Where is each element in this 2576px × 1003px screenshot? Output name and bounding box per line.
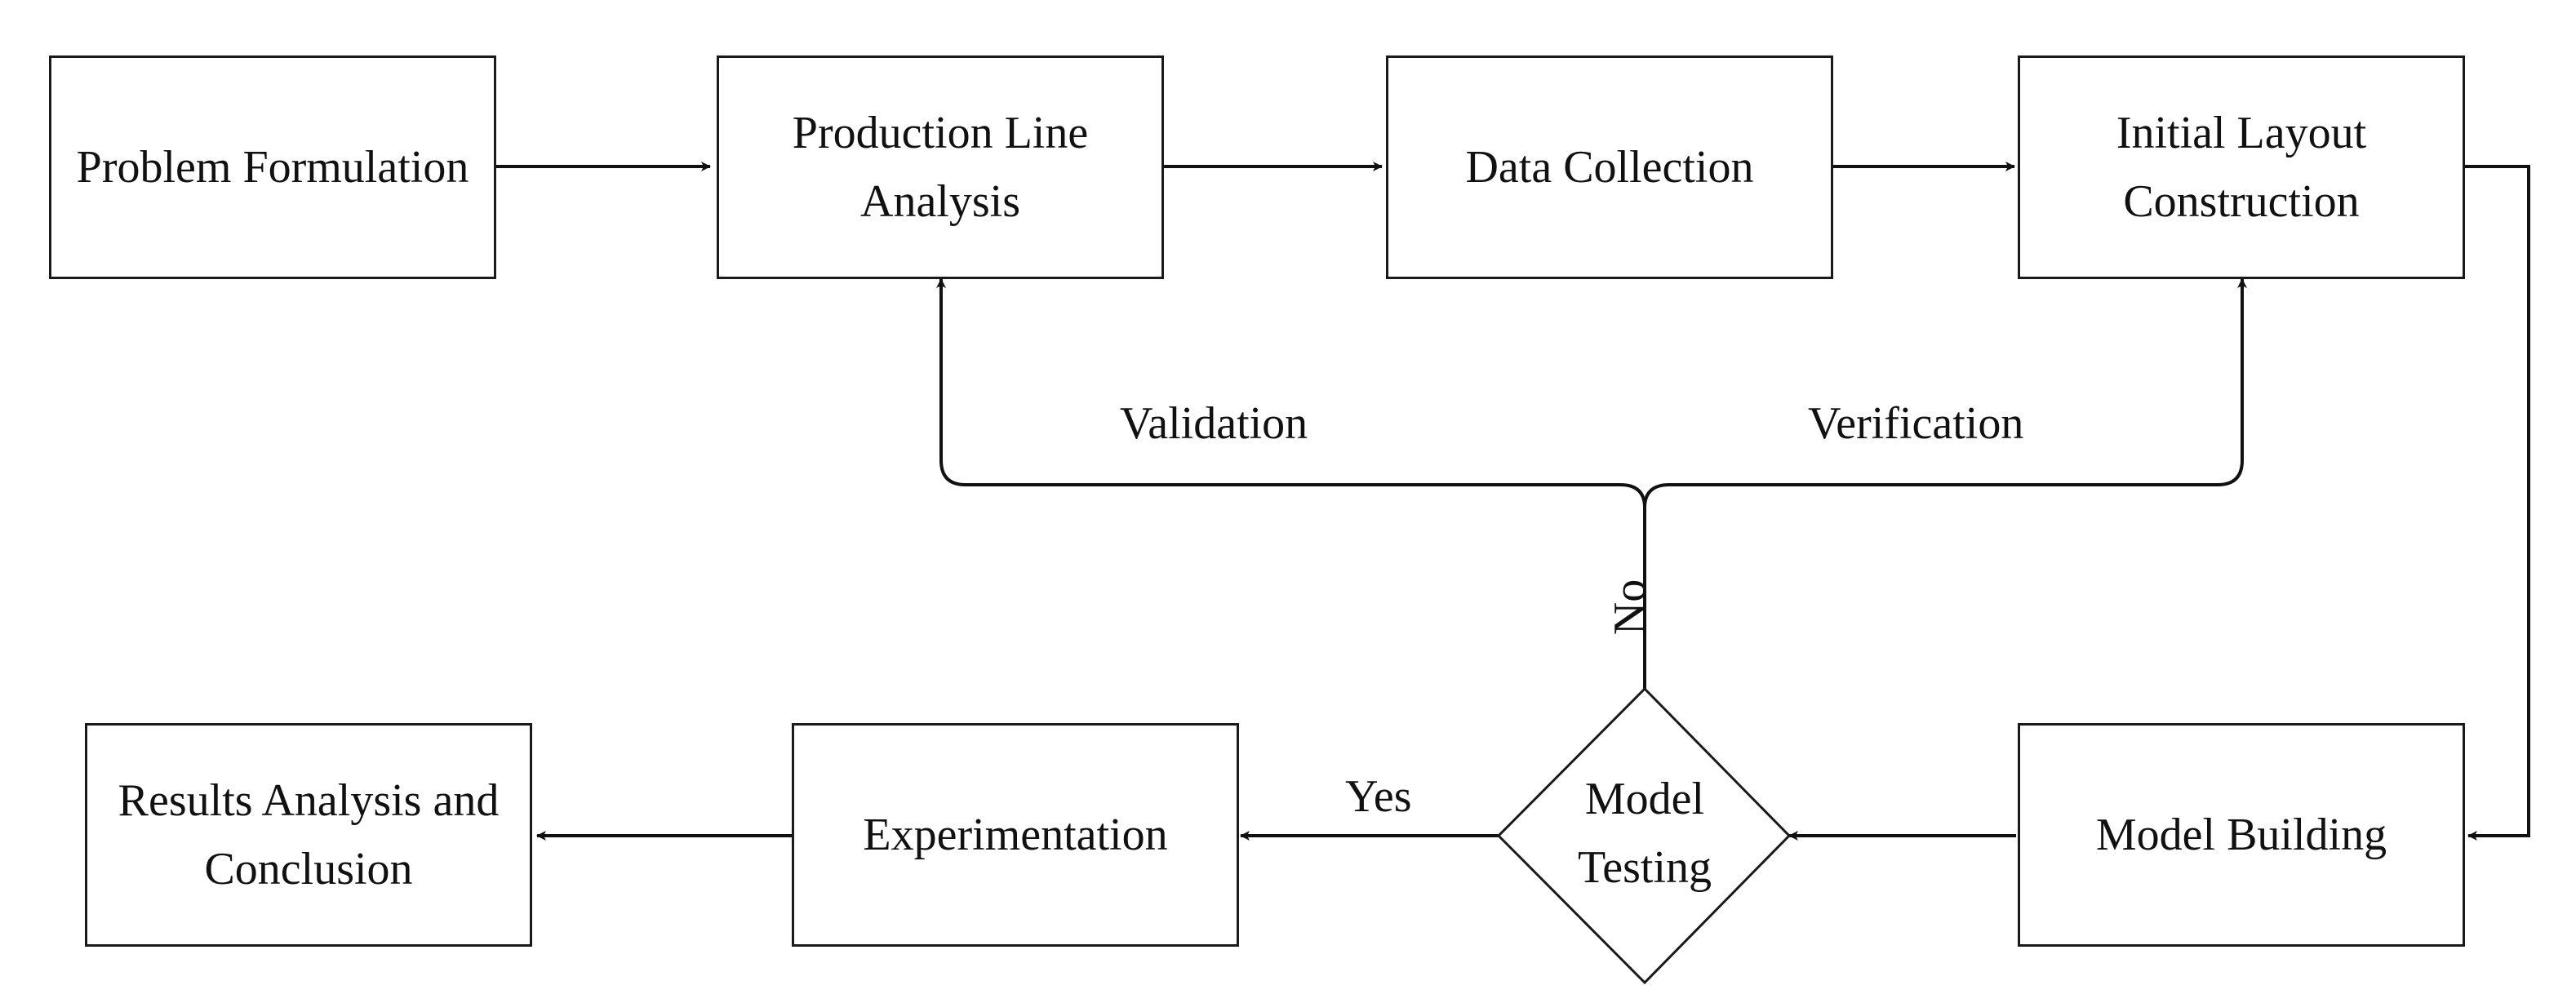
experimentation-label: Experimentation: [863, 810, 1168, 860]
no-label: No: [1605, 579, 1656, 636]
verification-label: Verification: [1808, 398, 2024, 449]
results-analysis-label: Results Analysis and Conclusion: [118, 775, 500, 894]
feedback-verification-line: [1643, 278, 2247, 508]
validation-label: Validation: [1120, 398, 1308, 449]
production-line-analysis-box: Production Line Analysis: [717, 55, 1164, 279]
problem-formulation-label: Problem Formulation: [76, 142, 469, 193]
results-analysis-box: Results Analysis and Conclusion: [85, 723, 532, 947]
data-collection-box: Data Collection: [1386, 55, 1833, 279]
model-building-box: Model Building: [2018, 723, 2465, 947]
data-collection-label: Data Collection: [1465, 142, 1754, 193]
model-building-label: Model Building: [2095, 810, 2387, 860]
initial-layout-construction-box: Initial Layout Construction: [2018, 55, 2465, 279]
experimentation-box: Experimentation: [792, 723, 1239, 947]
arrow-layout-to-model-building: [2465, 165, 2530, 841]
feedback-validation-line: [936, 278, 1646, 508]
yes-label: Yes: [1345, 771, 1412, 822]
model-testing-label: Model Testing: [1577, 774, 1712, 893]
model-testing-diamond: [1496, 686, 1792, 985]
initial-layout-construction-label: Initial Layout Construction: [2116, 108, 2367, 227]
production-line-analysis-label: Production Line Analysis: [792, 108, 1089, 227]
problem-formulation-box: Problem Formulation: [49, 55, 496, 279]
